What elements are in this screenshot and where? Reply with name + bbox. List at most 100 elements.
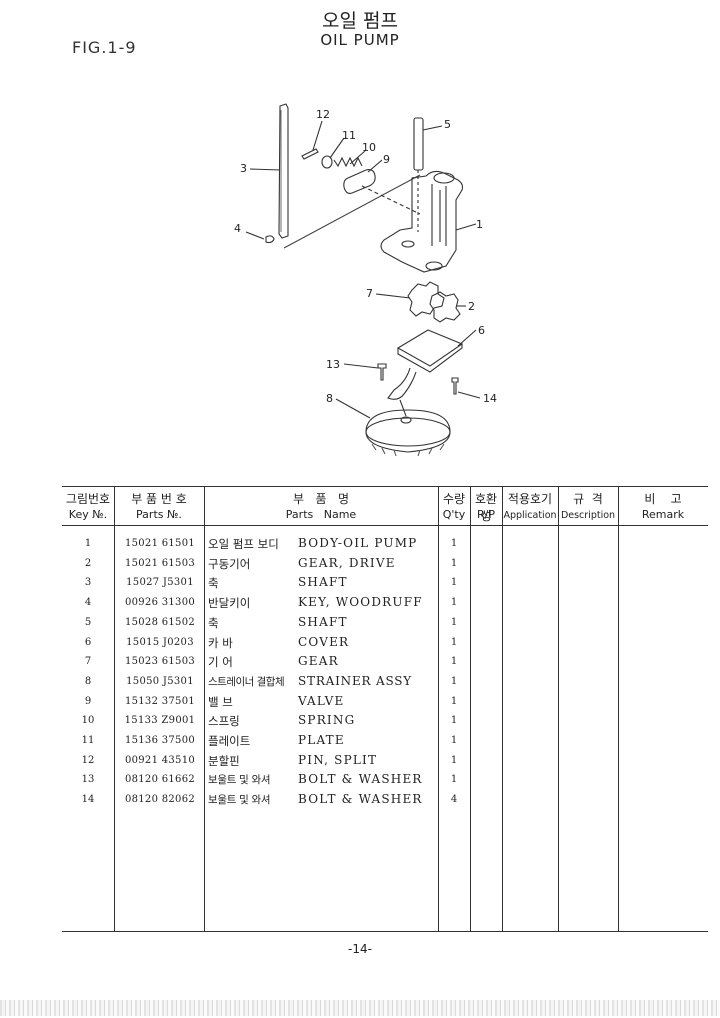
gear-drawing bbox=[407, 281, 445, 317]
part-name-en: SPRING bbox=[298, 713, 356, 728]
key-number: 4 bbox=[84, 597, 92, 609]
callout-14: 14 bbox=[483, 392, 497, 405]
quantity: 4 bbox=[450, 794, 458, 806]
woodruff-key-drawing bbox=[265, 235, 275, 244]
bolt-washer-13-drawing bbox=[377, 363, 387, 381]
part-name-en: PIN, SPLIT bbox=[298, 752, 378, 767]
table-row: 6 15015 J0203 카 바 COVER 1 bbox=[62, 634, 708, 654]
header-application-en: Application bbox=[503, 510, 557, 521]
table-row: 7 15023 61503 기 어 GEAR 1 bbox=[62, 653, 708, 673]
quantity: 1 bbox=[450, 557, 458, 569]
part-number: 15133 Z9001 bbox=[124, 715, 196, 727]
table-top-rule bbox=[62, 486, 708, 487]
part-number: 15136 37500 bbox=[124, 735, 196, 746]
part-number: 08120 61662 bbox=[124, 774, 196, 786]
key-number: 10 bbox=[81, 715, 95, 727]
callout-6: 6 bbox=[478, 324, 485, 337]
part-name-en: STRAINER ASSY bbox=[298, 673, 412, 688]
key-number: 7 bbox=[84, 656, 92, 668]
part-name-en: SHAFT bbox=[298, 614, 348, 629]
page-number: -14- bbox=[348, 942, 372, 956]
part-number: 15132 37501 bbox=[124, 695, 196, 707]
table-row: 5 15028 61502 축 SHAFT 1 bbox=[62, 614, 708, 634]
quantity: 1 bbox=[450, 754, 458, 766]
part-number: 15015 J0203 bbox=[126, 636, 194, 648]
key-number: 8 bbox=[84, 675, 92, 687]
column-divider bbox=[438, 486, 439, 932]
table-row: 2 15021 61503 구동기어 GEAR, DRIVE 1 bbox=[62, 555, 708, 575]
part-name-en: SHAFT bbox=[298, 575, 348, 590]
part-name-ko: 구동기어 bbox=[208, 556, 251, 571]
key-number: 3 bbox=[84, 577, 92, 589]
column-divider bbox=[114, 486, 115, 932]
quantity: 1 bbox=[450, 616, 458, 628]
key-number: 14 bbox=[81, 794, 95, 806]
part-name-ko: 반달키이 bbox=[208, 596, 251, 611]
column-divider bbox=[618, 486, 619, 932]
header-rp-en: R/P bbox=[477, 508, 495, 521]
pump-body-drawing bbox=[380, 170, 464, 273]
part-name-en: BOLT & WASHER bbox=[298, 772, 423, 787]
table-row: 4 00926 31300 반달키이 KEY, WOODRUFF 1 bbox=[62, 594, 708, 614]
key-number: 12 bbox=[81, 754, 95, 766]
scan-artifact-strip bbox=[0, 1000, 720, 1016]
column-divider bbox=[470, 486, 471, 932]
table-row: 1 15021 61501 오일 펌프 보디 BODY-OIL PUMP 1 bbox=[62, 535, 708, 555]
key-number: 9 bbox=[84, 695, 92, 707]
part-name-en: KEY, WOODRUFF bbox=[298, 595, 423, 610]
part-number: 15028 61502 bbox=[124, 616, 196, 628]
drive-gear-drawing bbox=[429, 291, 461, 323]
split-pin-drawing bbox=[301, 148, 319, 160]
callout-2: 2 bbox=[468, 300, 475, 313]
part-number: 00926 31300 bbox=[124, 597, 196, 609]
header-key-ko: 그림번호 bbox=[65, 492, 111, 506]
header-qty-ko: 수량 bbox=[442, 492, 466, 506]
bolt-washer-14-drawing bbox=[451, 377, 459, 395]
column-divider bbox=[502, 486, 503, 932]
table-bottom-rule bbox=[62, 931, 708, 932]
part-name-en: GEAR bbox=[298, 654, 339, 669]
header-remark-ko: 비 고 bbox=[644, 492, 682, 506]
key-number: 1 bbox=[84, 538, 92, 549]
part-number: 15021 61503 bbox=[124, 557, 196, 569]
callout-1: 1 bbox=[476, 218, 483, 231]
callout-4: 4 bbox=[234, 222, 241, 235]
table-row: 13 08120 61662 보울트 및 와셔 BOLT & WASHER 1 bbox=[62, 771, 708, 791]
valve-drawing bbox=[343, 169, 376, 194]
key-number: 13 bbox=[81, 774, 95, 786]
header-key-en: Key №. bbox=[68, 508, 108, 521]
callout-10: 10 bbox=[362, 141, 376, 154]
quantity: 1 bbox=[450, 675, 458, 687]
part-name-ko: 오일 펌프 보디 bbox=[208, 537, 279, 551]
part-number: 00921 43510 bbox=[124, 754, 196, 766]
callout-11: 11 bbox=[342, 129, 356, 142]
part-name-en: BOLT & WASHER bbox=[298, 792, 423, 807]
header-description-en: Description bbox=[560, 510, 616, 521]
part-number: 08120 82062 bbox=[124, 794, 196, 806]
quantity: 1 bbox=[450, 636, 458, 648]
part-name-ko: 카 바 bbox=[208, 635, 233, 650]
quantity: 1 bbox=[450, 597, 458, 609]
key-number: 11 bbox=[81, 735, 95, 746]
key-number: 2 bbox=[84, 557, 92, 569]
header-parts-no-ko: 부 품 번 호 bbox=[131, 492, 187, 506]
part-number: 15027 J5301 bbox=[126, 577, 194, 589]
quantity: 1 bbox=[450, 735, 458, 746]
quantity: 1 bbox=[450, 577, 458, 589]
callout-8: 8 bbox=[326, 392, 333, 405]
part-name-en: BODY-OIL PUMP bbox=[298, 536, 418, 550]
plate-drawing bbox=[321, 155, 333, 169]
key-number: 6 bbox=[84, 636, 92, 648]
page-title-english: OIL PUMP bbox=[320, 31, 400, 49]
header-application-ko: 적용호기 bbox=[507, 492, 553, 506]
table-row: 8 15050 J5301 스트레이너 결합체 STRAINER ASSY 1 bbox=[62, 673, 708, 693]
table-header-rule bbox=[62, 525, 708, 526]
table-row: 11 15136 37500 플레이트 PLATE 1 bbox=[62, 732, 708, 752]
header-remark-en: Remark bbox=[641, 508, 685, 521]
quantity: 1 bbox=[450, 538, 458, 549]
table-row: 12 00921 43510 분할핀 PIN, SPLIT 1 bbox=[62, 752, 708, 772]
parts-table: 그림번호 Key №. 부 품 번 호 Parts №. 부 품 명 Parts… bbox=[62, 486, 708, 932]
header-parts-no-en: Parts №. bbox=[136, 508, 182, 521]
table-row: 10 15133 Z9001 스프링 SPRING 1 bbox=[62, 712, 708, 732]
callout-13: 13 bbox=[326, 358, 340, 371]
